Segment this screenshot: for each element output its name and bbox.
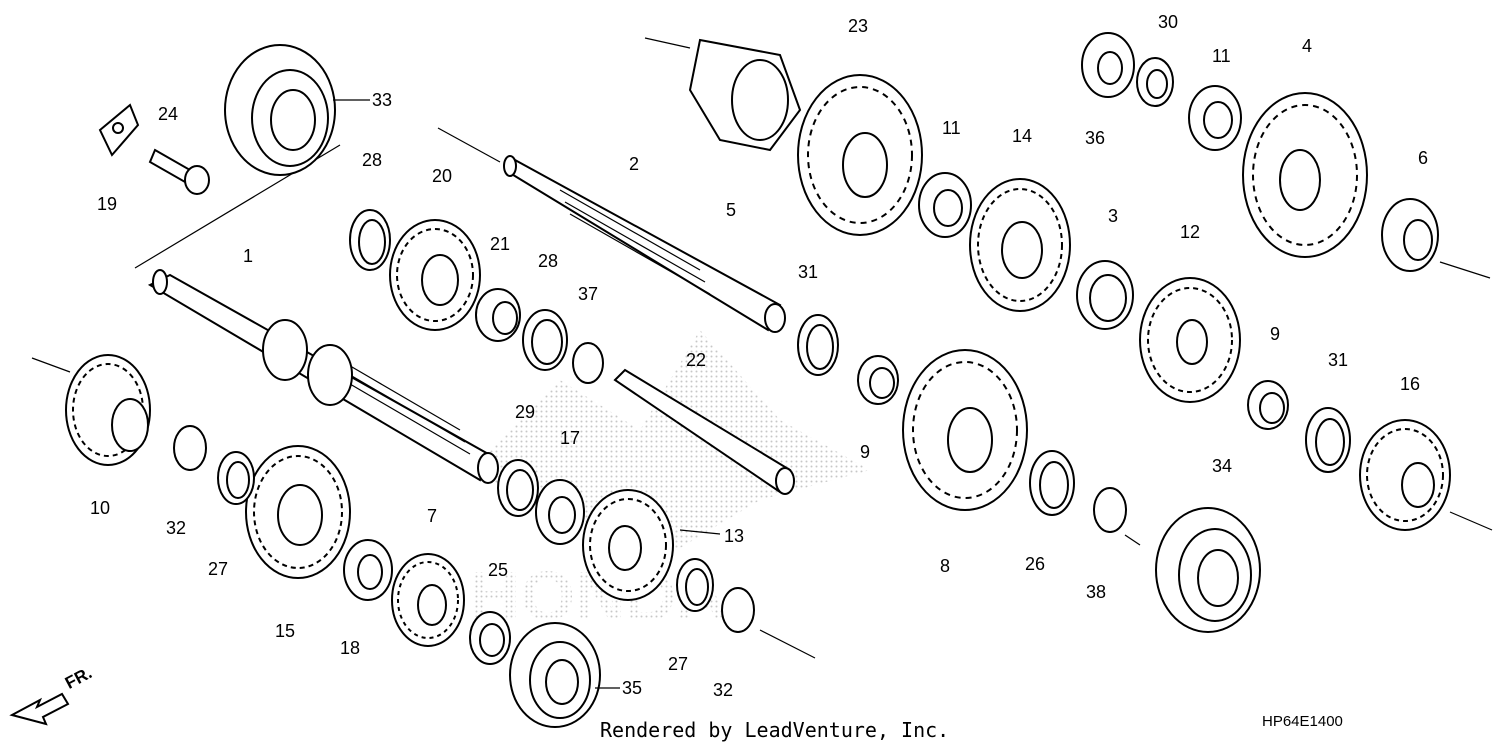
callout-16: 16 — [1400, 374, 1420, 394]
washer-31b — [1305, 407, 1351, 473]
part-22-shaft — [613, 368, 795, 495]
leader-lines — [333, 99, 1141, 689]
gear-4 — [1242, 92, 1368, 258]
callout-26: 26 — [1025, 554, 1045, 574]
gear-12 — [1139, 277, 1241, 403]
callout-33: 33 — [372, 90, 392, 110]
front-direction-arrow-icon — [9, 692, 70, 726]
render-credit: Rendered by LeadVenture, Inc. — [600, 718, 950, 742]
callout-22: 22 — [686, 350, 706, 370]
callout-21: 21 — [490, 234, 510, 254]
callout-29: 29 — [515, 402, 535, 422]
callout-6: 6 — [1418, 148, 1428, 168]
callout-27b: 27 — [668, 654, 688, 674]
callout-25: 25 — [488, 560, 508, 580]
bearing-33 — [224, 44, 336, 176]
washer-25 — [469, 611, 511, 665]
callout-31a: 31 — [798, 262, 818, 282]
gear-14 — [969, 178, 1071, 312]
needle-17 — [535, 479, 585, 545]
callout-10: 10 — [90, 498, 110, 518]
callout-7: 7 — [427, 506, 437, 526]
gears — [65, 38, 1451, 647]
bearings — [224, 32, 1439, 728]
callout-14: 14 — [1012, 126, 1032, 146]
callout-17: 17 — [560, 428, 580, 448]
callout-8: 8 — [940, 556, 950, 576]
callout-1: 1 — [243, 246, 253, 266]
callout-4: 4 — [1302, 36, 1312, 56]
washer-26 — [1029, 450, 1075, 516]
callout-23: 23 — [848, 16, 868, 36]
washer-27b — [676, 558, 714, 612]
callout-28a: 28 — [362, 150, 382, 170]
washer-27a — [217, 451, 255, 505]
callout-28b: 28 — [538, 251, 558, 271]
gear-20 — [389, 219, 481, 331]
callout-35: 35 — [622, 678, 642, 698]
clip-32a — [173, 425, 207, 471]
callout-30: 30 — [1158, 12, 1178, 32]
callout-37: 37 — [578, 284, 598, 304]
callout-24: 24 — [158, 104, 178, 124]
callout-2: 2 — [629, 154, 639, 174]
washer-28b — [522, 309, 568, 371]
callout-13: 13 — [724, 526, 744, 546]
part-1-mainshaft — [147, 269, 499, 484]
needle-11b — [1188, 85, 1242, 151]
needle-11a — [918, 172, 972, 238]
needle-18 — [343, 539, 393, 601]
gear-5-dog — [688, 38, 802, 152]
washers — [173, 57, 1351, 665]
callout-11a: 11 — [942, 118, 961, 138]
part-2-countershaft — [503, 155, 786, 333]
bushing-3 — [1076, 260, 1134, 330]
gear-8 — [902, 349, 1028, 511]
clip-32b — [721, 587, 755, 633]
gear-16 — [1359, 419, 1451, 531]
callout-numbers: 1 2 3 4 5 6 7 8 9 9 10 11 11 12 13 14 15… — [90, 12, 1428, 700]
callout-18: 18 — [340, 638, 360, 658]
callout-32a: 32 — [166, 518, 186, 538]
callout-15: 15 — [275, 621, 295, 641]
bearing-36 — [1081, 32, 1135, 98]
callout-32b: 32 — [713, 680, 733, 700]
callout-31b: 31 — [1328, 350, 1348, 370]
bushing-21 — [475, 288, 521, 342]
bushing-9a — [857, 355, 899, 405]
gear-10 — [65, 354, 151, 466]
clip-38 — [1093, 487, 1127, 533]
gear-15 — [245, 445, 351, 579]
needle-6 — [1381, 198, 1439, 272]
callout-11b: 11 — [1212, 46, 1231, 66]
callout-27a: 27 — [208, 559, 228, 579]
diagram-code: HP64E1400 — [1262, 713, 1343, 730]
callout-3: 3 — [1108, 206, 1118, 226]
callout-36: 36 — [1085, 128, 1105, 148]
washer-31a — [797, 314, 839, 376]
callout-9a: 9 — [860, 442, 870, 462]
bearing-35 — [509, 622, 601, 728]
gear-23 — [797, 74, 923, 236]
bushing-9b — [1247, 380, 1289, 430]
callout-5: 5 — [726, 200, 736, 220]
clip-37 — [572, 342, 604, 384]
callout-34: 34 — [1212, 456, 1232, 476]
callout-9b: 9 — [1270, 324, 1280, 344]
gear-7 — [391, 553, 465, 647]
callout-19: 19 — [97, 194, 117, 214]
washer-29 — [497, 459, 539, 517]
part-19-24 — [98, 103, 210, 195]
callout-12: 12 — [1180, 222, 1200, 242]
callout-38: 38 — [1086, 582, 1106, 602]
callout-20: 20 — [432, 166, 452, 186]
bearing-34 — [1155, 507, 1261, 633]
washer-30 — [1136, 57, 1174, 107]
gear-13 — [582, 489, 674, 601]
washer-28a — [349, 209, 391, 271]
